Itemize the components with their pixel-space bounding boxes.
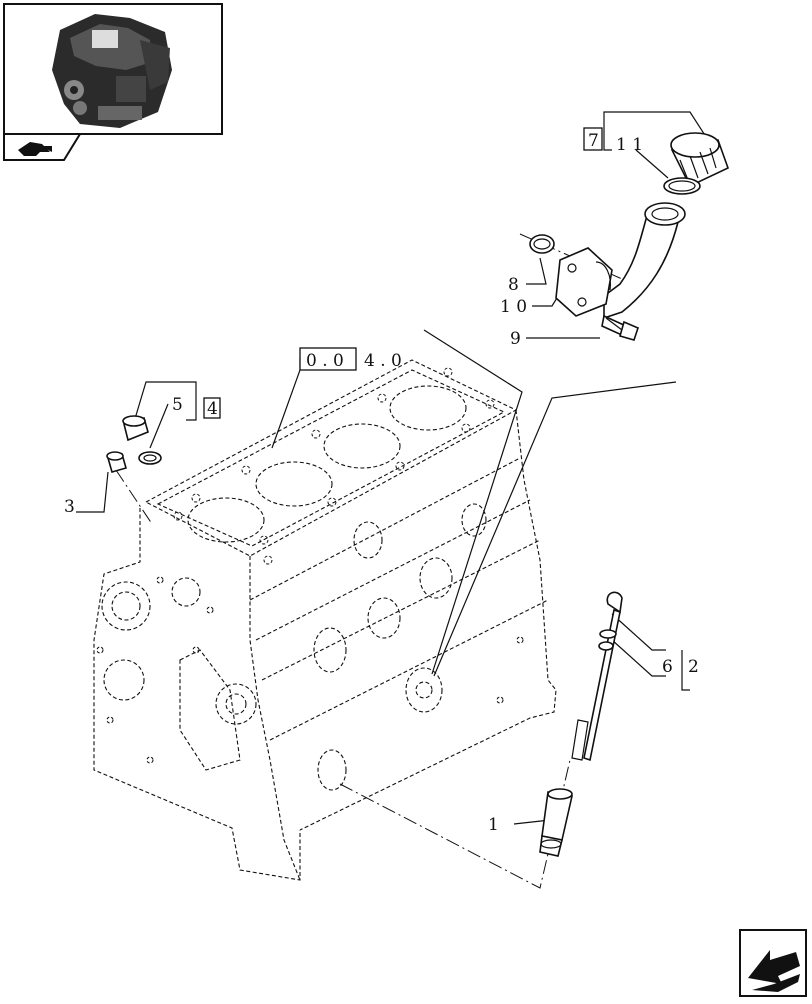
callout-3[interactable]: 3	[64, 497, 75, 517]
callout-labels: 7 1 1 8 1 0 9 0 . 0 4 . 0 5 4 3 6 2 1	[64, 127, 699, 835]
dipstick-icon[interactable]	[571, 591, 623, 762]
callout-11[interactable]: 1 1	[616, 135, 643, 155]
next-arrow-icon	[748, 950, 800, 992]
callout-8[interactable]: 8	[508, 275, 519, 295]
callout-1[interactable]: 1	[488, 815, 499, 835]
callout-9[interactable]: 9	[510, 329, 521, 349]
engine-thumbnail[interactable]	[3, 3, 223, 161]
dipstick-tube-icon[interactable]	[539, 788, 573, 857]
callout-2[interactable]: 2	[688, 657, 699, 677]
callout-5[interactable]: 5	[172, 395, 183, 415]
callout-6[interactable]: 6	[662, 657, 673, 677]
ref-code-box[interactable]: 0 . 0	[306, 351, 344, 371]
o-ring-icon	[529, 234, 555, 254]
leader-lines	[76, 111, 709, 889]
oil-filler-pipe-icon[interactable]	[555, 202, 686, 320]
next-arrow-button[interactable]	[739, 929, 807, 997]
callout-7[interactable]: 7	[588, 131, 599, 151]
seal-ring-icon	[663, 177, 701, 195]
plug-icon[interactable]	[122, 415, 162, 465]
ref-code-suffix: 4 . 0	[364, 351, 402, 371]
bolt-icon[interactable]	[601, 314, 639, 341]
filler-cap-icon[interactable]	[670, 132, 729, 188]
engine-block-icon[interactable]	[93, 359, 557, 881]
callout-4[interactable]: 4	[207, 399, 218, 419]
back-arrow-icon	[18, 142, 52, 156]
cup-plug-icon[interactable]	[106, 451, 127, 473]
engine-thumbnail-icon	[52, 14, 172, 128]
callout-10[interactable]: 1 0	[500, 297, 527, 317]
